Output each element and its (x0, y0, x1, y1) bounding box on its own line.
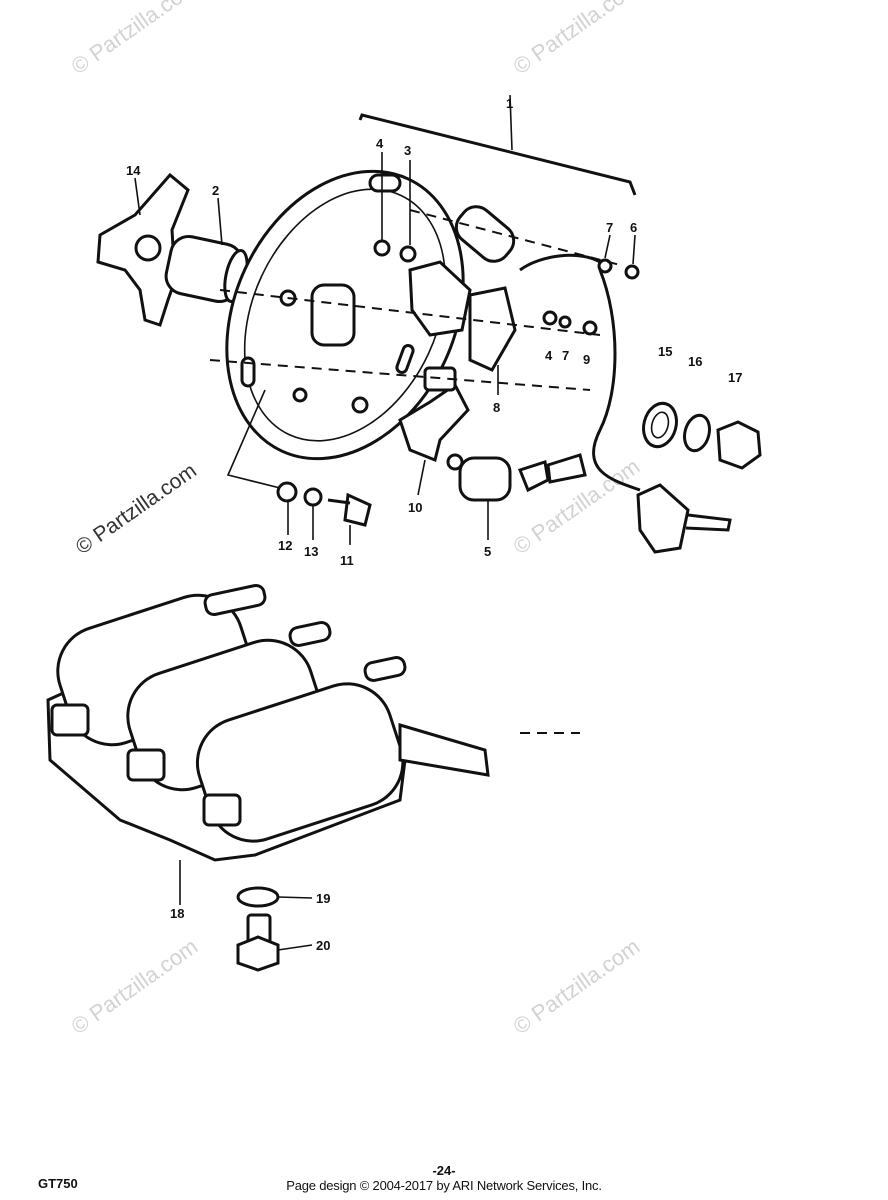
part-4-washer (542, 310, 558, 326)
part-16-washer (683, 413, 711, 453)
model-code: GT750 (38, 1176, 78, 1191)
assembly-bracket (358, 113, 637, 196)
watermark-text: © Partzilla.com (72, 459, 201, 559)
callout-19: 19 (316, 891, 330, 906)
part-15-washer (642, 401, 678, 449)
coil-3 (195, 682, 405, 843)
coil-terminal (202, 793, 242, 827)
coil-lead (363, 656, 407, 682)
contact-points-upper (408, 260, 472, 337)
callout-4b: 4 (545, 348, 553, 363)
assembly-axis (209, 359, 591, 391)
coil-lead (203, 583, 267, 617)
watermark-text: © Partzilla.com (67, 0, 203, 79)
grommet (636, 483, 690, 554)
callout-16: 16 (688, 354, 702, 369)
part-12-washer (276, 481, 298, 503)
part-15-hole (650, 411, 670, 439)
callout-1: 1 (506, 96, 513, 111)
callout-7b: 7 (562, 348, 569, 363)
coil-lead (288, 621, 332, 647)
wire-clip (518, 460, 550, 493)
contact-points-mid (468, 286, 517, 372)
callout-18: 18 (170, 906, 184, 921)
part-7-washer (597, 258, 613, 274)
coil-wire (398, 722, 490, 777)
page-number: -24- (432, 1163, 456, 1178)
part-13-washer (303, 487, 323, 507)
coil-terminal (50, 703, 90, 737)
callout-15: 15 (658, 344, 672, 359)
part-6-screw (624, 264, 640, 280)
wire-terminal (546, 453, 587, 484)
coil-terminal (126, 748, 166, 782)
callout-4: 4 (376, 136, 384, 151)
part-10-contact (398, 382, 470, 463)
part-9-screw (582, 320, 598, 336)
callout-14: 14 (126, 163, 141, 178)
part-3-screw (399, 245, 417, 263)
watermark-text: © Partzilla.com (509, 0, 645, 79)
callout-13: 13 (304, 544, 318, 559)
callout-3: 3 (404, 143, 411, 158)
callout-20: 20 (316, 938, 330, 953)
callout-11: 11 (340, 553, 354, 568)
part-7-washer (558, 315, 572, 329)
part-19-washer (236, 886, 280, 908)
callout-5: 5 (484, 544, 491, 559)
part-4-washer (373, 239, 391, 257)
part-5-condenser (458, 456, 512, 502)
watermark-text: © Partzilla.com (67, 934, 203, 1040)
plate-slot-right (395, 344, 415, 374)
callouts: 1 2 3 4 5 6 7 4 7 9 8 10 11 12 13 14 15 … (126, 96, 742, 953)
plate-slot-top (368, 173, 402, 193)
condenser-on-plate (310, 283, 356, 347)
callout-7: 7 (606, 220, 613, 235)
callout-8: 8 (493, 400, 500, 415)
callout-9: 9 (583, 352, 590, 367)
callout-10: 10 (408, 500, 422, 515)
callout-6: 6 (630, 220, 637, 235)
part-5-tab (446, 453, 464, 471)
wire-lead-inner (519, 253, 601, 272)
part-11-screw (327, 492, 372, 527)
leader-1 (509, 94, 513, 151)
upper-condenser (454, 205, 516, 263)
base-plate-slot (243, 188, 447, 442)
part-20-bolt-head (236, 935, 280, 972)
part-17-nut (716, 420, 762, 470)
assembly-axis-11 (226, 389, 281, 489)
assembly-axis (409, 209, 621, 266)
part-14-hub (134, 234, 162, 262)
wire-tail (685, 513, 732, 532)
plate-slot-left (240, 356, 256, 388)
leader-lines (134, 152, 636, 951)
ignition-coil-assembly (46, 583, 490, 862)
callout-17: 17 (728, 370, 742, 385)
copyright-notice: Page design © 2004-2017 by ARI Network S… (286, 1178, 602, 1193)
callout-12: 12 (278, 538, 292, 553)
wire-lead (592, 269, 641, 492)
callout-2: 2 (212, 183, 219, 198)
plate-screw (351, 396, 369, 414)
watermark-text: © Partzilla.com (509, 934, 645, 1040)
plate-screw (292, 387, 308, 403)
assembly-axis (219, 289, 601, 336)
